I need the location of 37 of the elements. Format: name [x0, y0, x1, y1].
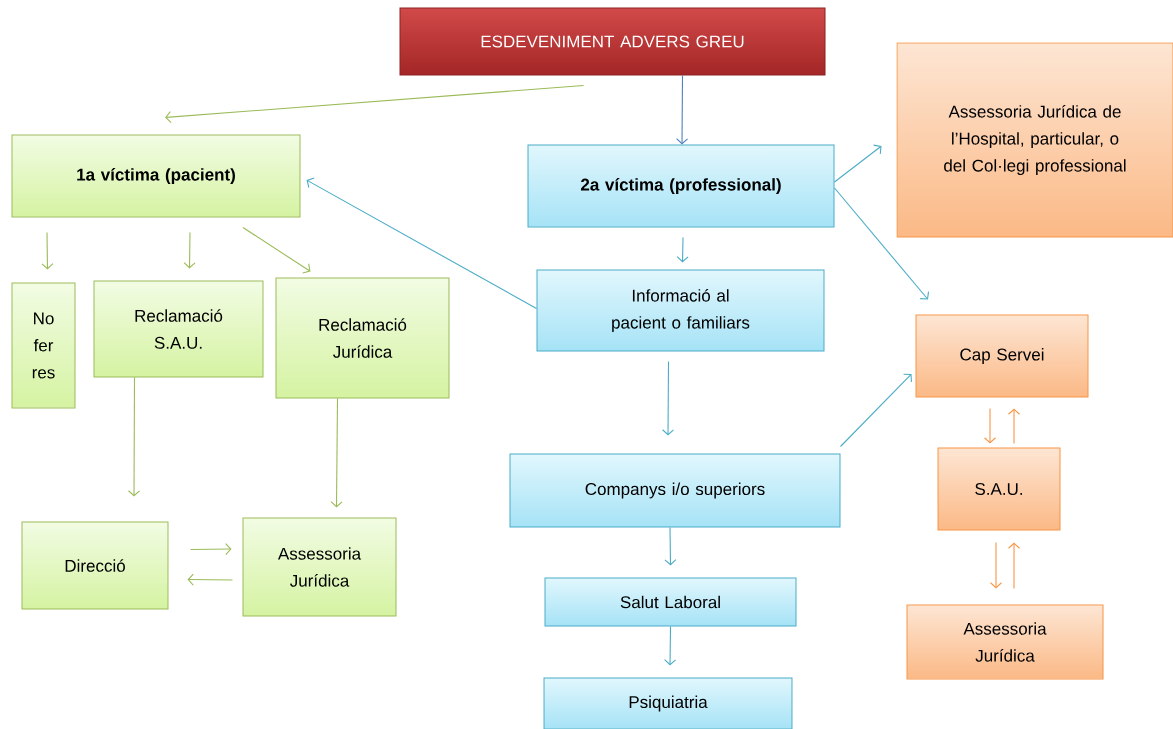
arrow — [676, 74, 689, 145]
process-box: Companys i/o superiors — [509, 453, 841, 528]
arrow — [839, 373, 912, 448]
process-box: 2a víctima (professional) — [527, 144, 835, 228]
process-box: Direcció — [21, 521, 169, 610]
process-box: Assessoria Jurídica — [242, 517, 397, 617]
arrow — [41, 231, 54, 270]
arrow — [833, 144, 882, 183]
process-box: Assessoria Jurídica de l’Hospital, particular, o del Col·legi professional — [896, 42, 1173, 238]
process-box: Cap Servei — [915, 314, 1089, 398]
arrow — [189, 543, 232, 556]
arrow — [664, 526, 677, 566]
process-box: 1a víctima (pacient) — [11, 134, 301, 218]
arrow — [242, 226, 311, 274]
arrow — [128, 376, 141, 497]
process-box: Reclamació Jurídica — [275, 277, 450, 399]
process-box: Psiquiatria — [543, 677, 793, 729]
arrow — [183, 231, 196, 269]
arrow — [676, 236, 689, 263]
arrow — [1007, 542, 1021, 590]
title-box: ESDEVENIMENT ADVERS GREU — [399, 7, 826, 76]
arrow — [833, 187, 930, 300]
arrow — [330, 397, 343, 508]
arrow — [306, 177, 538, 310]
arrow — [983, 407, 997, 444]
arrow — [1007, 408, 1021, 445]
process-box: Informació al pacient o familiars — [536, 269, 825, 352]
arrow — [664, 625, 677, 666]
process-box: S.A.U. — [937, 447, 1061, 531]
process-box: Salut Laboral — [544, 577, 797, 627]
arrow — [662, 360, 675, 436]
arrow — [989, 541, 1003, 589]
process-box: Reclamació S.A.U. — [93, 280, 264, 378]
process-box: No fer res — [11, 282, 76, 409]
arrow — [165, 84, 585, 124]
process-box: Assessoria Jurídica — [906, 604, 1104, 680]
arrow — [187, 573, 234, 586]
